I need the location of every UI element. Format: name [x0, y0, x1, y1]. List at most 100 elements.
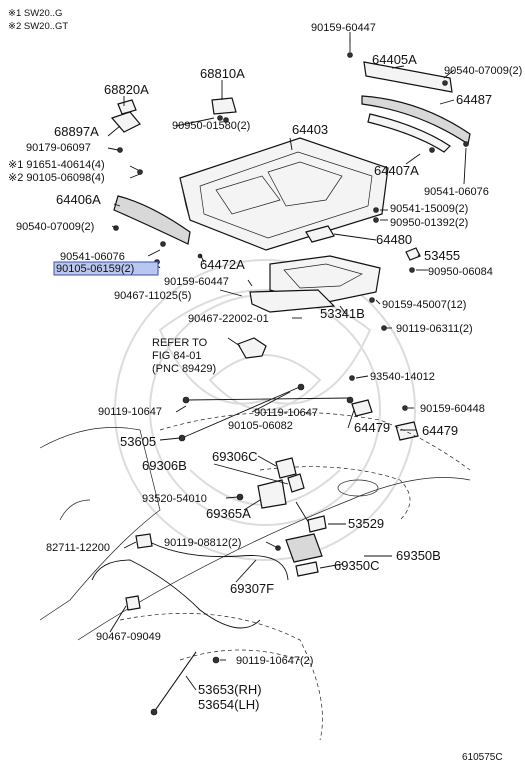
release-cable: [91, 533, 323, 629]
spring-69350C: [295, 561, 319, 577]
bolt-icon: [182, 396, 190, 404]
hinge-64479-left: [351, 399, 373, 417]
hinge-68820A: [117, 99, 137, 115]
rear-spoiler-assembly: [347, 38, 471, 153]
bolt-icon: [349, 375, 355, 381]
label-90467-22002-01: 90467-22002-01: [188, 313, 269, 325]
label-90467-11025-5: 90467-11025(5): [114, 290, 191, 302]
label-69350B: 69350B: [396, 548, 441, 563]
label-64407A: 64407A: [374, 163, 419, 178]
label-53341B: 53341B: [320, 306, 365, 321]
bolt-icon: [369, 297, 375, 303]
clip-82711: [135, 533, 153, 549]
clip-icon: [409, 267, 415, 273]
clip-icon: [373, 217, 379, 223]
label-64405A: 64405A: [372, 52, 417, 67]
bolt-icon: [223, 117, 229, 123]
part-53455: [405, 247, 421, 261]
header-line-2: ※2 SW20..GT: [8, 21, 68, 32]
label-90540-07009-2-left: 90540-07009(2): [16, 221, 94, 233]
bolt-icon: [346, 396, 354, 404]
label-64479-b: 64479: [422, 423, 458, 438]
bolt-icon: [160, 241, 166, 247]
bolt-icon: [117, 147, 123, 153]
label-90119-10647-2: 90119-10647(2): [236, 655, 313, 667]
label-68820A: 68820A: [104, 82, 149, 97]
hinge-64479-right: [395, 421, 419, 441]
label-69350C: 69350C: [334, 558, 380, 573]
label-90159-60447-mid: 90159-60447: [164, 276, 229, 288]
label-90950-01392-2: 90950-01392(2): [390, 217, 468, 229]
label-90541-06076-left: 90541-06076: [60, 251, 125, 263]
label-64480: 64480: [376, 232, 412, 247]
side-panel-64406A: [113, 195, 191, 245]
part-53529: [307, 515, 327, 533]
highlighted-part-box[interactable]: [53, 261, 159, 276]
label-90159-45007-12: 90159-45007(12): [382, 299, 466, 311]
label-90119-10647-mid: 90119-10647: [254, 407, 318, 419]
label-93520-54010: 93520-54010: [142, 493, 207, 505]
clip-icon: [373, 207, 379, 213]
label-53529: 53529: [348, 516, 384, 531]
label-90159-60447-top: 90159-60447: [311, 22, 376, 34]
spoiler-lower-part: [367, 113, 451, 153]
label-90950-06084: 90950-06084: [428, 266, 493, 278]
label-69365A: 69365A: [206, 506, 251, 521]
label-90467-09049: 90467-09049: [96, 631, 161, 643]
refer-note-line-2: FIG 84-01: [152, 350, 202, 362]
label-64472A: 64472A: [200, 257, 245, 272]
label-53654-LH: 53654(LH): [198, 697, 259, 712]
bolt-icon: [217, 115, 223, 121]
lock-cylinder-parts: [236, 457, 327, 533]
clip-90467-09049: [125, 595, 141, 611]
bolt-icon: [297, 383, 305, 391]
label-82711-12200: 82711-12200: [46, 542, 110, 554]
lock-69306C: [275, 457, 297, 479]
label-91651-40614-4: ※1 91651-40614(4): [8, 159, 105, 171]
label-69307F: 69307F: [230, 581, 274, 596]
label-69306C: 69306C: [212, 449, 258, 464]
leader-lines: [107, 32, 467, 691]
label-90159-60448: 90159-60448: [420, 403, 485, 415]
label-90105-06098-4: ※2 90105-06098(4): [8, 172, 105, 184]
hood-gas-strut: [150, 651, 220, 716]
label-69306B: 69306B: [142, 458, 187, 473]
support-stays: [178, 375, 419, 442]
label-90950-01580-2: 90950-01580(2): [172, 120, 250, 132]
figure-code: 610575C: [462, 752, 503, 763]
refer-note-line-3: (PNC 89429): [152, 363, 216, 375]
latch-69350: [285, 533, 323, 563]
label-64487: 64487: [456, 92, 492, 107]
label-68810A: 68810A: [200, 66, 245, 81]
label-93540-14012: 93540-14012: [370, 371, 435, 383]
bolt-icon: [463, 141, 469, 147]
bolt-icon: [137, 169, 143, 175]
label-90119-06311-2: 90119-06311(2): [396, 323, 473, 335]
label-90541-06076-right: 90541-06076: [424, 186, 489, 198]
label-53653-RH: 53653(RH): [198, 682, 262, 697]
bolt-icon: [429, 147, 435, 153]
bezel-69365A: [257, 479, 287, 509]
label-90105-06159-2[interactable]: 90105-06159(2): [56, 263, 134, 275]
body-shell: [39, 411, 471, 741]
bolt-icon: [347, 52, 353, 58]
label-90119-10647-left: 90119-10647: [98, 406, 162, 418]
label-90105-06082: 90105-06082: [228, 420, 293, 432]
lock-69306B: [287, 473, 305, 493]
bolt-icon: [150, 708, 158, 716]
label-90179-06097: 90179-06097: [26, 142, 91, 154]
bolt-icon: [381, 325, 387, 331]
label-64479-a: 64479: [354, 420, 390, 435]
label-90541-15009-2: 90541-15009(2): [390, 203, 468, 215]
label-53605: 53605: [120, 434, 156, 449]
hood-latch-ref: [237, 337, 267, 359]
label-90540-07009-2-right: 90540-07009(2): [444, 65, 522, 77]
part-64480: [305, 225, 335, 243]
label-68897A: 68897A: [54, 124, 99, 139]
refer-note-line-1: REFER TO: [152, 337, 208, 349]
header-line-1: ※1 SW20..G: [8, 8, 62, 19]
hinge-68810A: [211, 97, 237, 115]
label-64403: 64403: [292, 122, 328, 137]
bolt-icon: [212, 656, 220, 664]
